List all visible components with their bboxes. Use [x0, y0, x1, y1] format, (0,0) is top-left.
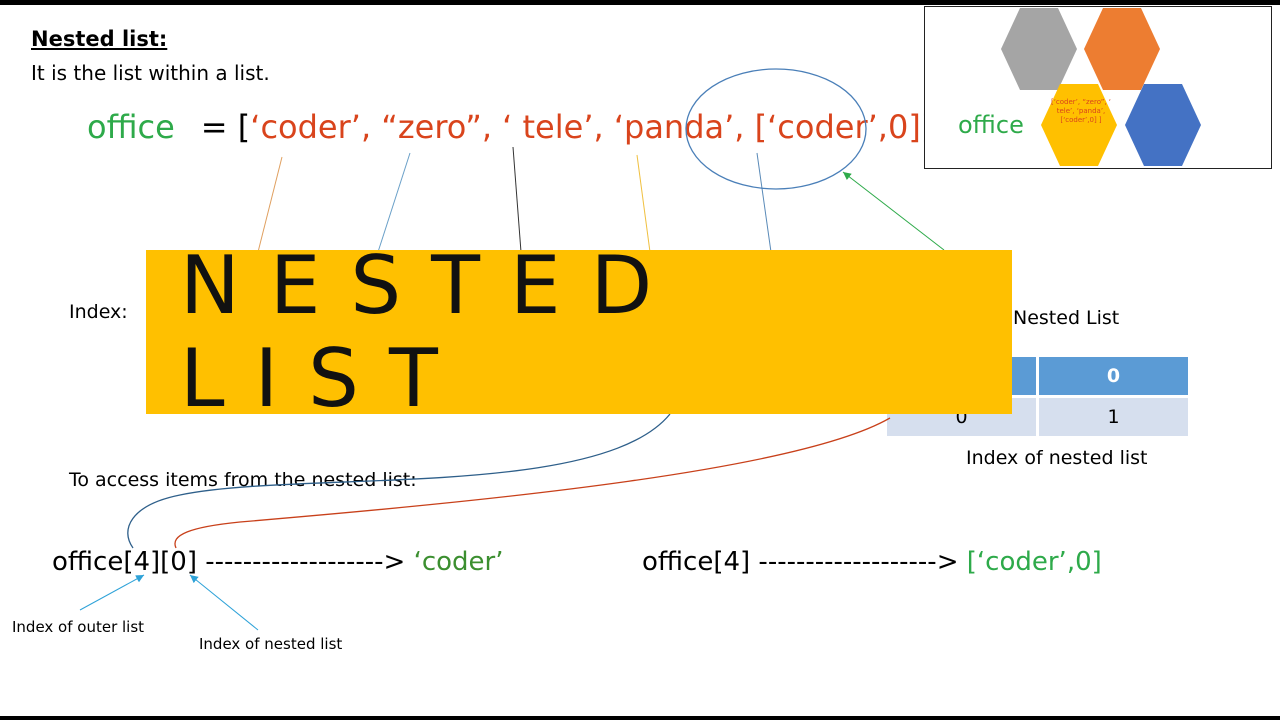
table-cell: 0: [1037, 357, 1191, 397]
pointer-line-0: [257, 156, 283, 253]
thumbnail-pointer-arrow: [842, 171, 945, 251]
slide-heading: Nested list:: [31, 27, 168, 51]
pointer-line-2: [512, 146, 522, 253]
example-expression: office[4]: [642, 547, 751, 577]
code-variable: office: [87, 108, 175, 146]
index-of-nested-list-caption: Index of nested list: [966, 447, 1148, 469]
example-outer-access: office[4] -------------------> [‘coder’,…: [642, 547, 1102, 577]
index-of-nested-list-note: Index of nested list: [199, 635, 343, 653]
access-label: To access items from the nested list:: [69, 469, 417, 491]
list-item-2: ‘ tele’: [502, 108, 594, 146]
table-row: 0 1: [887, 395, 1191, 436]
nested-index-curve: [174, 417, 891, 549]
example-result: [‘coder’,0]: [966, 547, 1102, 577]
nested-index-arrow: [189, 574, 259, 631]
list-item-0: ‘coder’: [250, 108, 361, 146]
list-item-1: “zero”: [381, 108, 482, 146]
example-arrow: ------------------->: [197, 547, 414, 577]
example-nested-access: office[4][0] -------------------> ‘coder…: [52, 547, 504, 577]
outer-index-curve: [127, 413, 671, 549]
thumbnail-label: office: [958, 111, 1024, 139]
pointer-line-1: [377, 152, 411, 253]
nested-list-title: Nested List: [1013, 307, 1120, 329]
nested-list-highlight-circle: [685, 68, 867, 190]
list-item-3: ‘panda’: [613, 108, 735, 146]
pointer-line-4: [756, 152, 772, 253]
separator: ,: [734, 108, 755, 146]
code-line: office = [‘coder’, “zero”, ‘ tele’, ‘pand…: [87, 108, 933, 146]
example-arrow: ------------------->: [750, 547, 967, 577]
table-cell: 1: [1037, 395, 1191, 436]
example-expression: office[4][0]: [52, 547, 197, 577]
separator: ,: [593, 108, 614, 146]
hexagon-list-text: [‘coder’, “zero”, ‘ tele’, ‘panda’,[‘cod…: [1050, 98, 1112, 124]
index-label: Index:: [69, 301, 128, 323]
banner-title: NESTED LIST: [180, 239, 683, 425]
code-equals: = [: [200, 108, 251, 146]
outer-index-arrow: [79, 574, 145, 611]
pointer-line-3: [636, 154, 651, 253]
index-of-outer-list-caption: Index of outer list: [12, 618, 145, 636]
bottom-border: [0, 716, 1280, 720]
title-banner: NESTED LIST: [146, 239, 1012, 425]
example-result: ‘coder’: [413, 547, 504, 577]
slide-subtitle: It is the list within a list.: [31, 61, 270, 85]
top-border: [0, 0, 1280, 5]
thumbnail-panel: office: [924, 6, 1272, 169]
separator: ,: [360, 108, 382, 146]
separator: ,: [481, 108, 503, 146]
list-item-4-nested: [‘coder’,0]: [754, 108, 921, 146]
